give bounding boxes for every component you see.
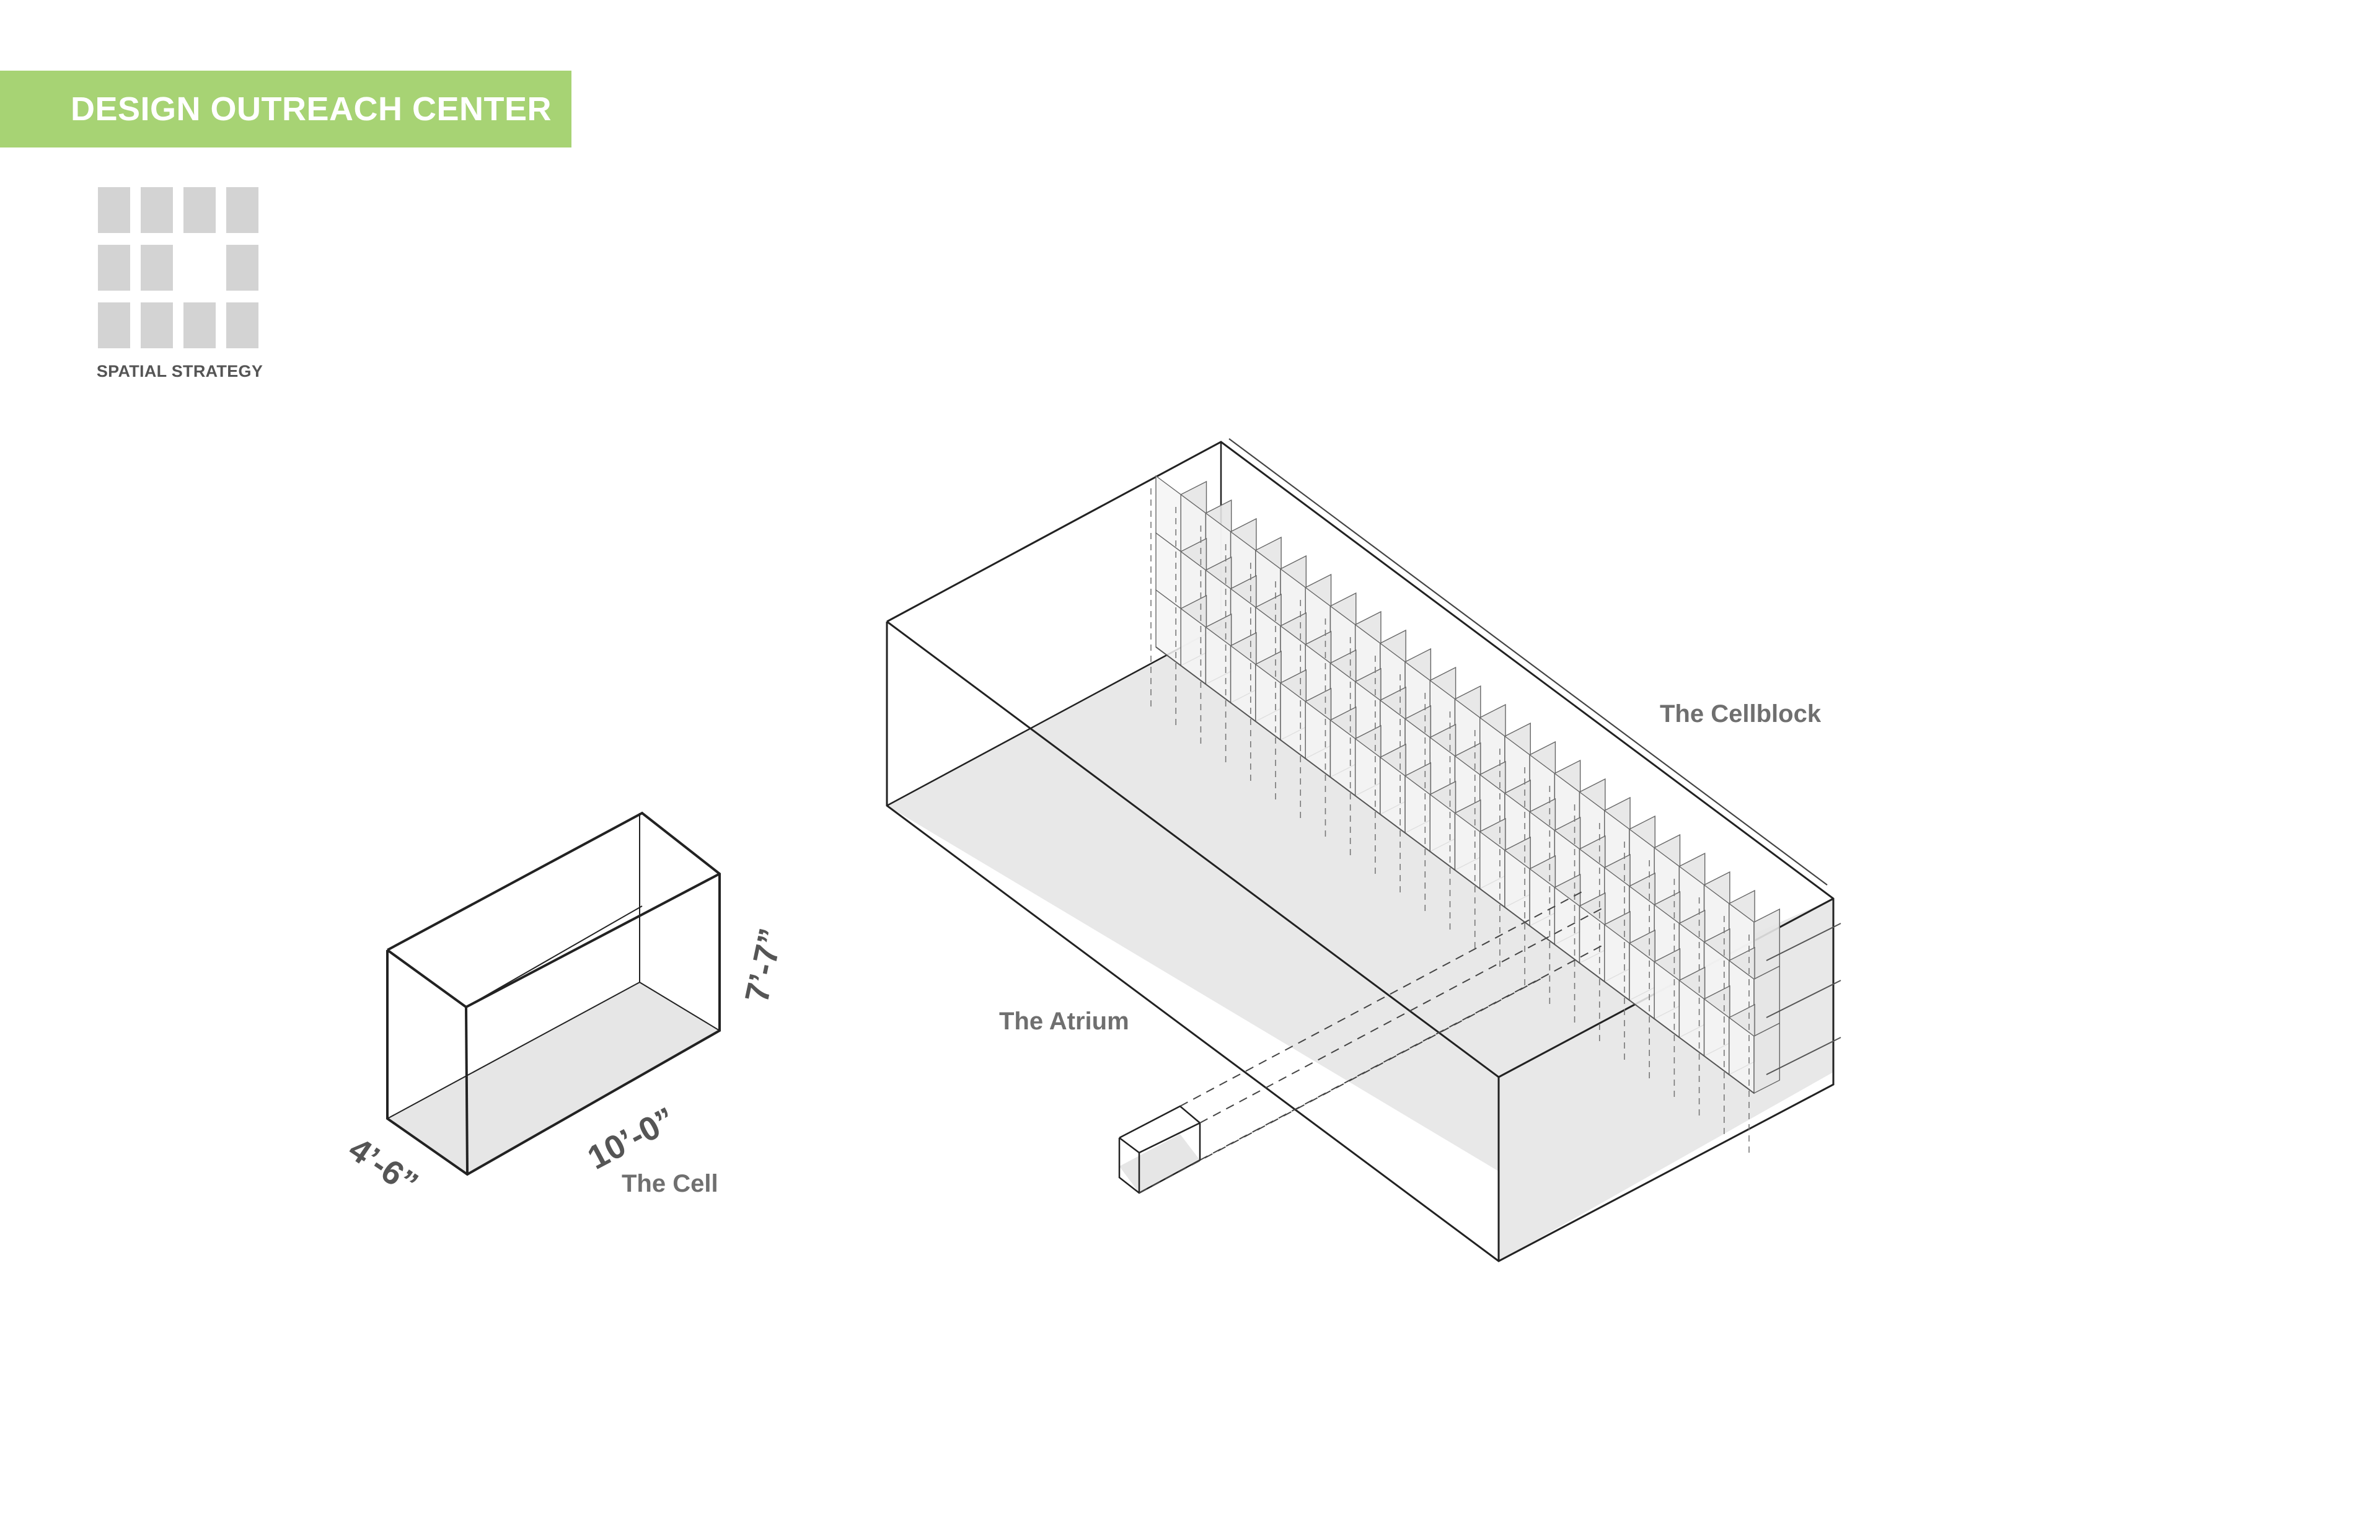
strategy-grid-cell (226, 245, 258, 291)
atrium-floor-edge (886, 625, 1222, 807)
cell-floor (387, 982, 720, 1174)
cell-label: The Cell (622, 1170, 718, 1197)
atrium-box (886, 441, 1835, 1262)
cellblock-label: The Cellblock (1660, 700, 1822, 728)
cell-front-edge (465, 873, 720, 1008)
header-title: DESIGN OUTREACH CENTER (71, 90, 552, 128)
strategy-grid-cell (141, 302, 173, 348)
cellblock-line (1228, 438, 1828, 886)
strategy-grid-cell (183, 302, 216, 348)
header-band: DESIGN OUTREACH CENTER (0, 71, 571, 147)
spatial-strategy-grid-icon (98, 187, 259, 351)
projection-line (1139, 975, 1546, 1194)
strategy-grid-cell (98, 245, 130, 291)
cell-box (386, 811, 721, 1176)
cell-front-edge (465, 1006, 469, 1175)
cell-front-edge (386, 949, 467, 1008)
cellblock-line (1766, 923, 1841, 961)
cellblock-line (1766, 1037, 1841, 1075)
small-cell (1118, 1105, 1201, 1194)
strategy-grid-cell (98, 302, 130, 348)
projection-lines (1139, 889, 1607, 1194)
strategy-grid-cell (98, 187, 130, 233)
atrium-edge (886, 620, 1499, 1078)
small-cell-edge (1119, 1137, 1140, 1153)
strategy-grid-cell (226, 302, 258, 348)
cellblock-grid (1150, 438, 1841, 1155)
strategy-grid-cell (183, 187, 216, 233)
projection-line (1199, 905, 1607, 1124)
cell-hidden-edge (387, 982, 640, 1119)
strategy-caption: SPATIAL STRATEGY (96, 362, 263, 381)
cellblock-line (1766, 980, 1841, 1018)
atrium-label: The Atrium (999, 1008, 1129, 1035)
cell-outline (386, 811, 721, 1176)
cell-hidden-edge (465, 905, 643, 1008)
cell-hidden-edge (639, 982, 720, 1031)
strategy-grid-cell (226, 187, 258, 233)
small-cell-edge (1139, 1122, 1201, 1154)
cellblock-line (1155, 646, 1755, 1094)
strategy-grid-cell (141, 187, 173, 233)
strategy-grid-cell (141, 245, 173, 291)
projection-line (1179, 889, 1587, 1107)
cellblock-cell (1753, 1022, 1781, 1094)
